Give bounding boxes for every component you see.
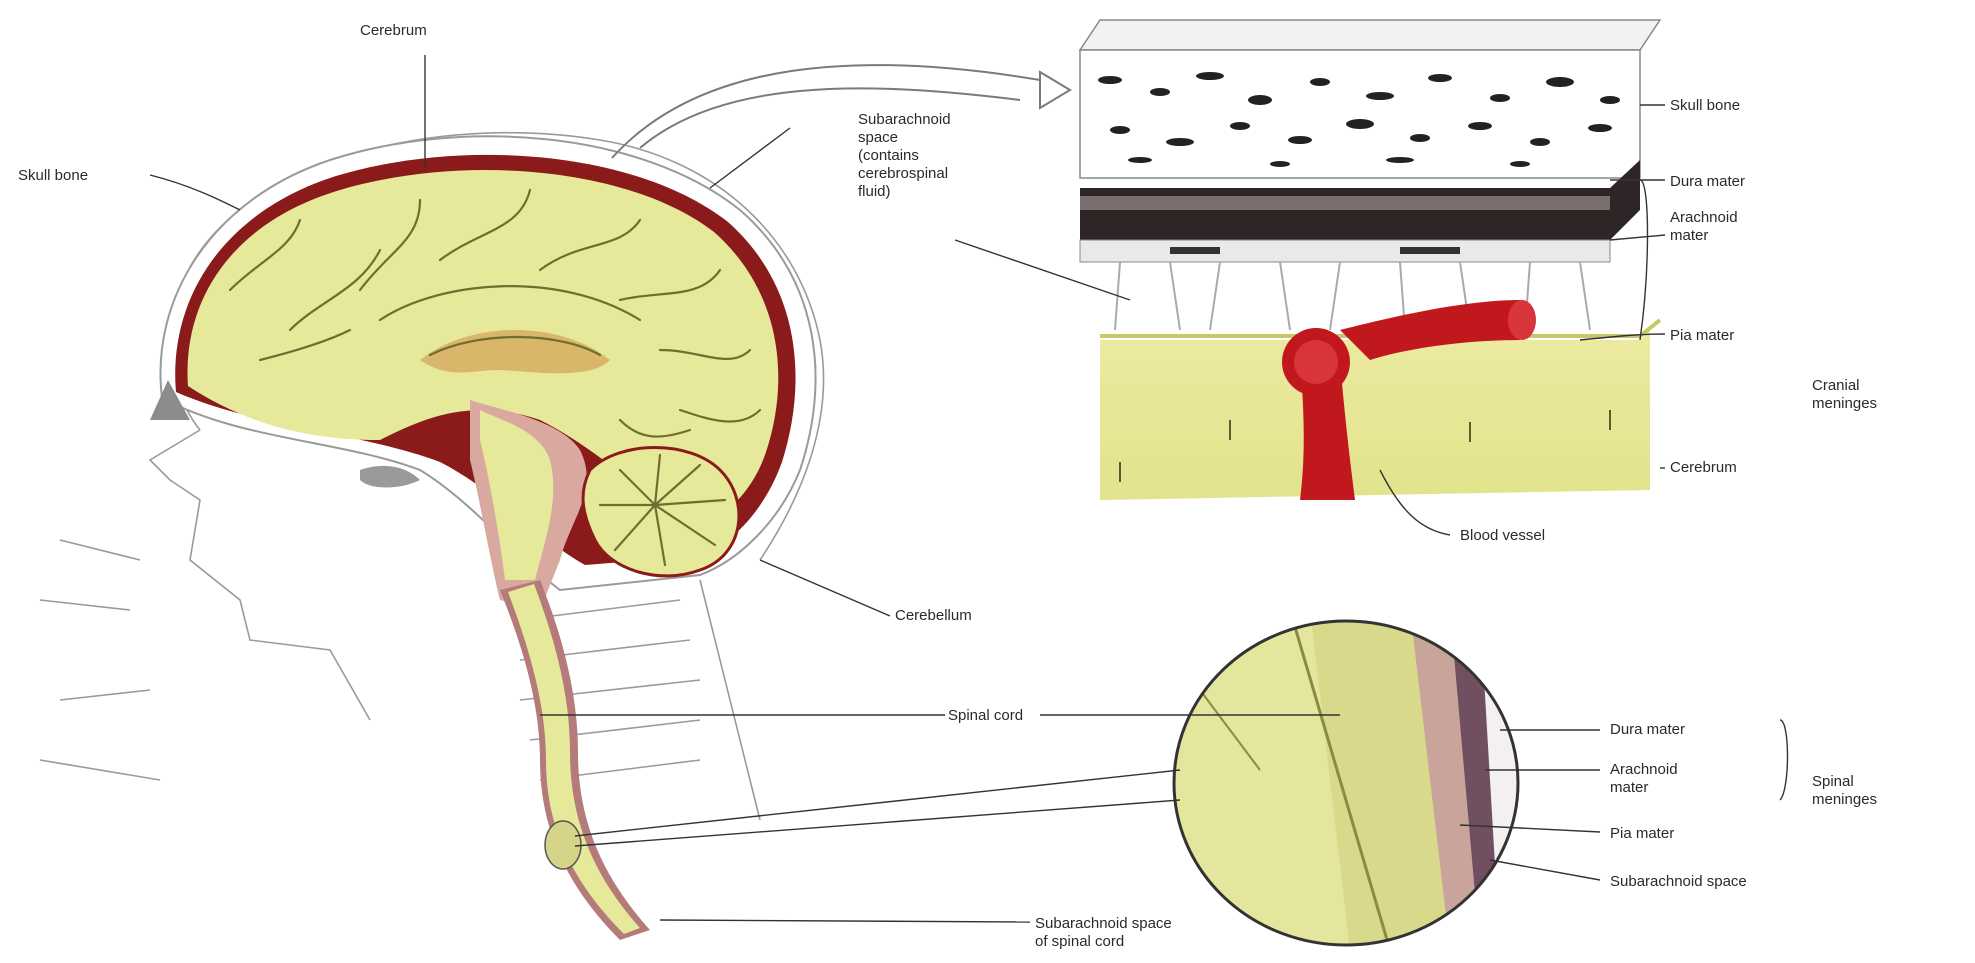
- label-arachnoid-mater-spinal: Arachnoid mater: [1610, 761, 1682, 796]
- label-cerebellum: Cerebellum: [895, 607, 972, 624]
- label-cranial-meninges: Cranial meninges: [1812, 377, 1877, 412]
- label-skull-bone-left: Skull bone: [18, 167, 88, 184]
- label-arachnoid-mater-cranial: Arachnoid mater: [1670, 209, 1742, 244]
- label-pia-mater-spinal: Pia mater: [1610, 825, 1674, 842]
- spinal-inset: [1170, 610, 1530, 950]
- label-dura-mater-spinal: Dura mater: [1610, 721, 1685, 738]
- label-spinal-cord: Spinal cord: [948, 707, 1023, 724]
- label-cerebrum-top: Cerebrum: [360, 22, 427, 39]
- label-subarachnoid-space: Subarachnoid space (contains cerebrospin…: [858, 111, 955, 200]
- curved-arrow: [612, 65, 1070, 158]
- label-spinal-meninges: Spinal meninges: [1812, 773, 1877, 808]
- label-pia-mater-cranial: Pia mater: [1670, 327, 1734, 344]
- spinal-cord: [500, 580, 650, 940]
- label-subarachnoid-space-of-spinal-cord: Subarachnoid space of spinal cord: [1035, 915, 1176, 950]
- label-skull-bone-right: Skull bone: [1670, 97, 1740, 114]
- cranial-inset: [1080, 20, 1660, 500]
- label-blood-vessel: Blood vessel: [1460, 527, 1545, 544]
- label-cerebrum-right: Cerebrum: [1670, 459, 1737, 476]
- label-dura-mater-cranial: Dura mater: [1670, 173, 1745, 190]
- label-subarachnoid-space-spinal: Subarachnoid space: [1610, 873, 1747, 890]
- brain-sagittal: [150, 136, 816, 610]
- cerebellum-shape: [583, 448, 739, 576]
